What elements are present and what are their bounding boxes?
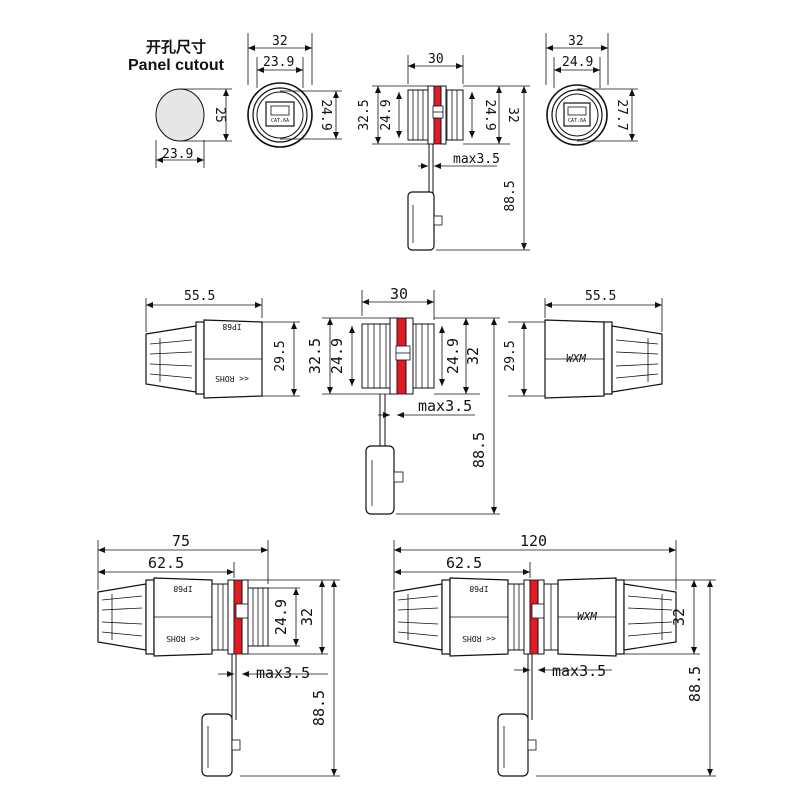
ip-label-left: IP68	[222, 322, 241, 331]
front-view-b: CAT.6A 32 24.9 27.7	[545, 33, 638, 146]
plug-left-height-label: 29.5	[273, 340, 288, 371]
side-row1-h-right: 32	[505, 107, 520, 123]
side-row2-h-right: 32	[464, 347, 482, 365]
plug-right-height-label: 29.5	[503, 340, 518, 371]
rohs-label-b: << ROHS	[462, 634, 496, 643]
side-row2-h-left: 32.5	[306, 338, 324, 374]
plug-right-view: WXM 55.5 29.5	[503, 289, 663, 399]
side-row1-h-inner-left: 24.9	[379, 99, 394, 130]
side-row2-max-label: max3.5	[418, 397, 472, 415]
side-row1-h-left: 32.5	[357, 99, 372, 130]
dust-cap-row2	[365, 445, 395, 515]
rj45-socket-b-icon	[563, 102, 591, 127]
cutout-hole	[155, 88, 205, 142]
front-b-outer-label: 32	[568, 34, 584, 49]
rohs-label-left: << ROHS	[215, 374, 249, 383]
panel-cutout-view: 23.9 25	[155, 88, 232, 168]
cat-label-b: CAT.6A	[568, 118, 586, 124]
assembly-b-plug-label: 62.5	[446, 554, 482, 572]
assembly-b-length-label: 88.5	[686, 666, 704, 702]
side-row2-length-label: 88.5	[470, 432, 488, 468]
plug-right-cable-nut	[611, 325, 663, 393]
brand-logo-b: WXM	[577, 610, 597, 623]
side-view-row1: 30 32.5 24.9 24.9 32 max3.5 88.5	[357, 52, 530, 251]
assembly-a-h-inner-label: 24.9	[272, 599, 290, 635]
front-a-outer-label: 32	[272, 34, 288, 49]
dust-cap-a	[201, 713, 233, 777]
side-row1-length-label: 88.5	[503, 180, 518, 211]
side-view-row2: 30 32.5 24.9 24.9 32 max3.5 88.5	[306, 285, 500, 515]
assembly-b-right-cable-nut	[623, 583, 677, 651]
title-cn: 开孔尺寸	[146, 38, 206, 56]
assembly-a-max-label: max3.5	[256, 664, 310, 682]
assembly-b-h-outer-label: 32	[670, 608, 688, 626]
side-row1-max-label: max3.5	[453, 152, 500, 167]
side-row1-width-label: 30	[428, 52, 444, 67]
front-a-height-label: 24.9	[318, 99, 333, 130]
front-a-inner-label: 23.9	[263, 55, 294, 70]
front-b-inner-label: 24.9	[562, 55, 593, 70]
cat-label-a: CAT.6A	[271, 118, 289, 124]
ip-label-a: IP68	[173, 584, 192, 593]
assembly-b-total-label: 120	[520, 532, 547, 550]
plug-left-cable-nut	[145, 325, 197, 393]
assembly-a-total-label: 75	[172, 532, 190, 550]
assembly-b-left-cable-nut	[393, 583, 443, 651]
side-row2-h-inner-right: 24.9	[444, 338, 462, 374]
plug-right-length-label: 55.5	[585, 289, 616, 304]
cutout-height-label: 25	[212, 107, 227, 123]
assembly-a-plug-label: 62.5	[148, 554, 184, 572]
front-view-a: CAT.6A 32 23.9 24.9	[247, 33, 342, 148]
assembly-a-cable-nut	[97, 583, 147, 651]
side-row2-h-inner-left: 24.9	[328, 338, 346, 374]
dust-cap-b	[497, 713, 529, 777]
ip-label-b: IP68	[469, 584, 488, 593]
assembly-a-length-label: 88.5	[310, 690, 328, 726]
front-b-height-label: 27.7	[614, 99, 629, 130]
side-row2-width-label: 30	[390, 285, 408, 303]
cutout-width-label: 23.9	[162, 147, 193, 162]
plug-left-length-label: 55.5	[184, 289, 215, 304]
assembly-b-max-label: max3.5	[552, 662, 606, 680]
assembly-a-h-outer-label: 32	[298, 608, 316, 626]
rohs-label-a: << ROHS	[166, 634, 200, 643]
plug-left-view: IP68 << ROHS 55.5 29.5	[145, 289, 300, 399]
side-row1-h-inner-right: 24.9	[482, 99, 497, 130]
assembly-a-view: IP68 << ROHS 75 62.5 24.9 32	[97, 532, 340, 777]
title-en: Panel cutout	[128, 57, 225, 74]
assembly-b-view: IP68 << ROHS WXM 120 62.5	[393, 532, 716, 777]
dust-cap-row1	[407, 191, 435, 251]
brand-logo-right: WXM	[566, 352, 586, 365]
panel-cutout-title: 开孔尺寸 Panel cutout	[128, 38, 225, 74]
